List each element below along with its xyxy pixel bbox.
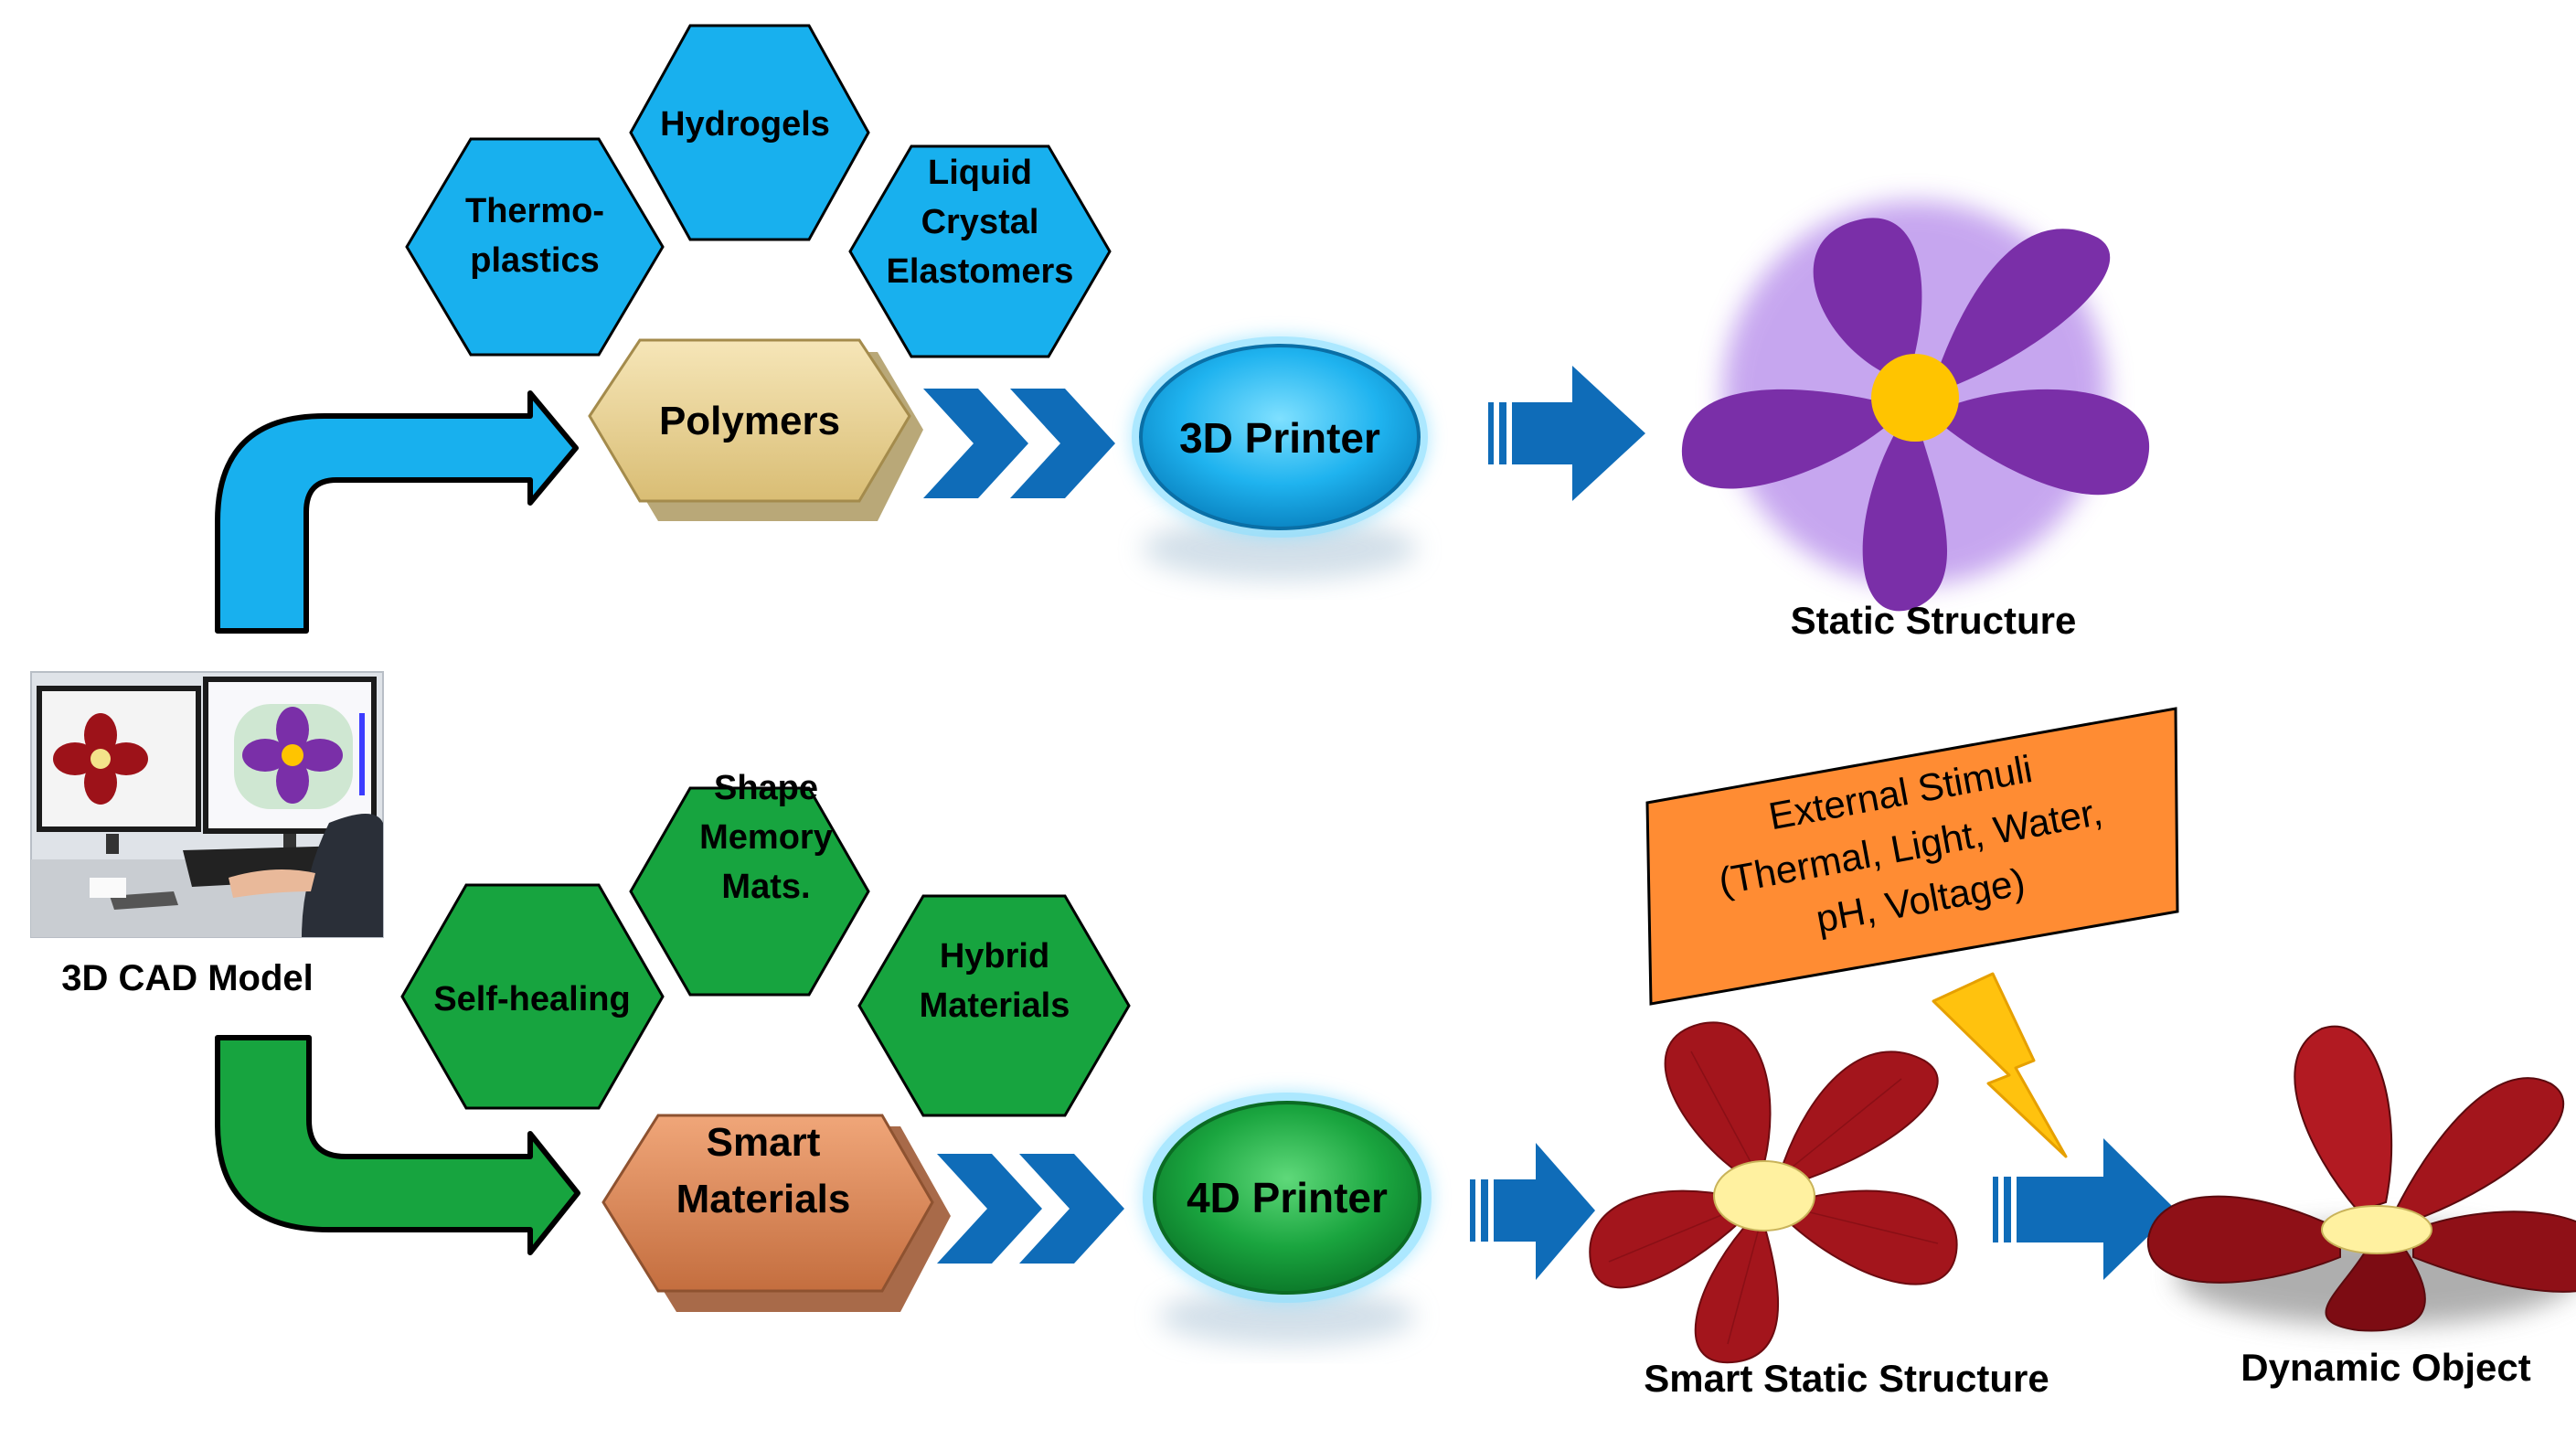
- static-structure-label: Static Structure: [1791, 599, 2077, 642]
- cad-purple-flower: [242, 707, 343, 804]
- hex-hydrogels: Hydrogels: [629, 24, 870, 241]
- hex-hydrogels-label: Hydrogels: [660, 105, 830, 144]
- label-line: Smart: [707, 1120, 821, 1165]
- bottom-block-arrow-2: [1993, 1138, 2176, 1280]
- external-stimuli-box: External Stimuli (Thermal, Light, Water,…: [1645, 707, 2179, 1006]
- printer-4d-label: 4D Printer: [1187, 1174, 1388, 1221]
- label-line: Elastomers: [887, 252, 1074, 291]
- label-line: Materials: [676, 1177, 851, 1221]
- label-line: plastics: [470, 241, 600, 280]
- label-line: Hybrid: [940, 937, 1049, 976]
- label-line: Materials: [920, 986, 1070, 1025]
- label-line: Self-healing: [433, 980, 630, 1018]
- hex-self-healing-label: Self-healing: [433, 980, 630, 1018]
- label-line: Thermo-: [465, 192, 604, 230]
- cad-red-flower: [53, 713, 148, 805]
- smart-static-structure-label: Smart Static Structure: [1644, 1357, 2049, 1400]
- dynamic-object-flower: [2146, 1025, 2576, 1332]
- label-line: Mats.: [721, 868, 810, 906]
- cad-model-label: 3D CAD Model: [61, 958, 314, 998]
- lightning-bolt-icon: [1932, 972, 2068, 1158]
- bottom-chevrons: [937, 1154, 1124, 1264]
- label-line: 3D Printer: [1179, 414, 1380, 462]
- label-line: Shape: [714, 769, 818, 807]
- printer-3d: 3D Printer: [1132, 336, 1428, 581]
- cad-model-image: [30, 671, 384, 938]
- hex-thermoplastics-label: Thermo-plastics: [465, 192, 604, 280]
- printer-4d: 4D Printer: [1143, 1093, 1432, 1346]
- label-line: 4D Printer: [1187, 1174, 1388, 1221]
- top-block-arrow: [1488, 366, 1645, 501]
- label-line: Liquid: [928, 154, 1032, 192]
- hex-thermoplastics: Thermo-plastics: [405, 137, 665, 357]
- polymers-box: Polymers: [588, 338, 923, 521]
- polymers-label: Polymers: [659, 399, 840, 443]
- bottom-bent-arrow: [215, 1035, 580, 1255]
- smart-static-structure-flower: [1589, 1021, 1958, 1364]
- label-line: Memory: [699, 818, 833, 857]
- hex-self-healing: Self-healing: [400, 883, 665, 1110]
- label-line: Polymers: [659, 399, 840, 443]
- top-chevrons: [923, 389, 1115, 498]
- static-structure-flower: [1681, 201, 2150, 612]
- label-line: Hydrogels: [660, 105, 830, 144]
- printer-3d-label: 3D Printer: [1179, 414, 1380, 462]
- label-line: Crystal: [921, 203, 1039, 241]
- top-bent-arrow: [215, 390, 579, 634]
- bottom-block-arrow-1: [1470, 1143, 1595, 1280]
- dynamic-object-label: Dynamic Object: [2241, 1346, 2530, 1389]
